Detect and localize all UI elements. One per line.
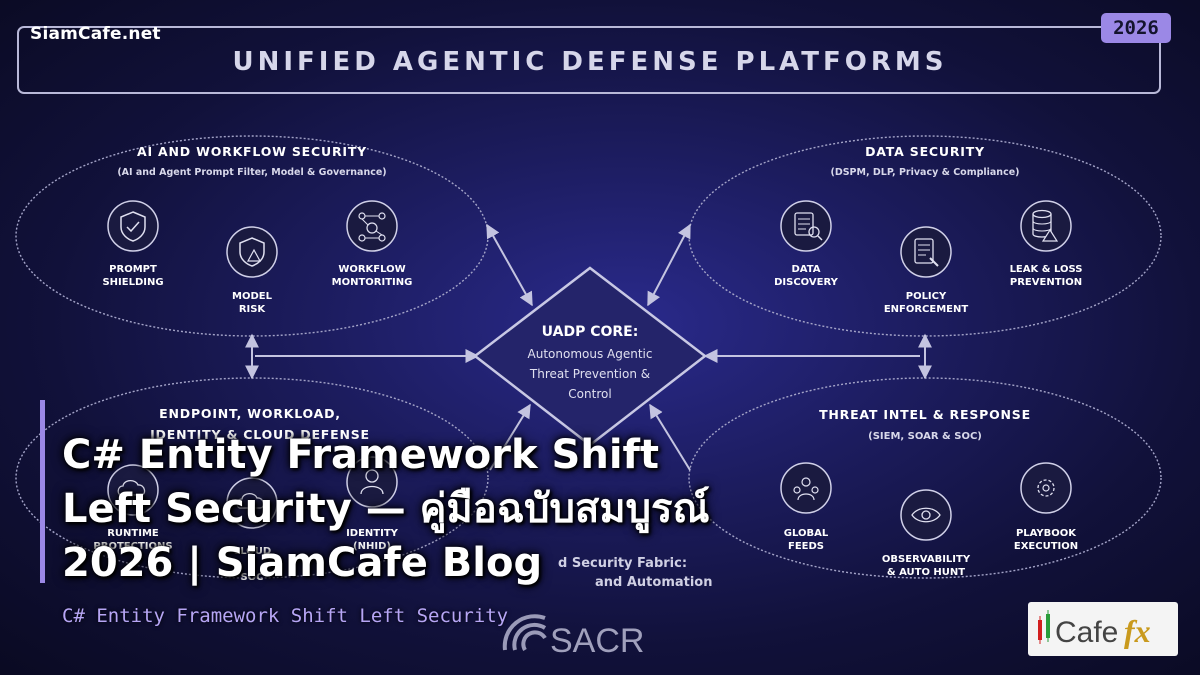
title-accent-bar	[40, 400, 45, 583]
policy-enforcement-icon	[900, 226, 952, 278]
model-risk-label-2: RISK	[239, 304, 267, 315]
prompt-shielding-label-1: PROMPT	[109, 264, 157, 275]
observability-eye-icon	[900, 489, 952, 541]
article-subtitle: C# Entity Framework Shift Left Security	[62, 605, 509, 627]
core-line-3: Control	[568, 387, 611, 401]
data-section-subtitle: (DSPM, DLP, Privacy & Compliance)	[830, 167, 1019, 178]
leak-prevention-icon	[1020, 200, 1072, 252]
model-risk-icon	[226, 226, 278, 278]
year-badge: 2026	[1101, 13, 1171, 43]
threat-section-title: THREAT INTEL & RESPONSE	[819, 407, 1031, 422]
diagram-title-box	[17, 26, 1161, 94]
policy-enforcement-label-2: ENFORCEMENT	[884, 304, 969, 315]
global-feeds-label-2: FEEDS	[788, 541, 824, 552]
playbook-execution-icon	[1020, 462, 1072, 514]
cloud-soc-icon	[226, 477, 278, 529]
cafefx-logo-fx: fx	[1124, 613, 1151, 649]
data-discovery-label-1: DATA	[791, 264, 820, 275]
fabric-line-2: and Automation	[595, 575, 713, 590]
global-feeds-label-1: GLOBAL	[784, 528, 829, 539]
cloud-soc-label-2: SOC	[240, 572, 263, 583]
endpoint-section-title-1: ENDPOINT, WORKLOAD,	[159, 406, 341, 421]
core-line-1: Autonomous Agentic	[528, 347, 653, 361]
playbook-execution-label-2: EXECUTION	[1014, 541, 1078, 552]
core-title: UADP CORE:	[542, 324, 639, 340]
core-line-2: Threat Prevention &	[529, 367, 650, 381]
policy-enforcement-label-1: POLICY	[906, 291, 947, 302]
ai-section-subtitle: (AI and Agent Prompt Filter, Model & Gov…	[117, 167, 386, 178]
cafefx-logo-graphic: Cafe fx	[1038, 610, 1151, 649]
sacr-logo: SACR	[502, 614, 644, 660]
article-title: C# Entity Framework Shift Left Security …	[62, 432, 710, 586]
identity-label-1: IDENTITY	[346, 528, 399, 539]
data-discovery-label-2: DISCOVERY	[774, 277, 839, 288]
endpoint-section-title-2: IDENTITY & CLOUD DEFENSE	[150, 427, 370, 442]
observability-label-1: OBSERVABILITY	[882, 554, 971, 565]
cafefx-logo-cafe: Cafe	[1055, 616, 1118, 649]
identity-label-2: (NHID)	[353, 541, 391, 552]
sacr-logo-text: SACR	[550, 622, 644, 660]
data-discovery-icon	[780, 200, 832, 252]
runtime-protections-label-2: PROTECTIONS	[93, 541, 172, 552]
global-feeds-icon	[780, 462, 832, 514]
diagram-title: UNIFIED AGENTIC DEFENSE PLATFORMS	[232, 47, 947, 77]
site-name[interactable]: SiamCafe.net	[30, 24, 161, 44]
cafefx-logo: Cafe fx	[1028, 602, 1178, 656]
prompt-shielding-icon	[107, 200, 159, 252]
model-risk-label-1: MODEL	[232, 291, 273, 302]
data-section-title: DATA SECURITY	[865, 144, 985, 159]
identity-icon	[346, 456, 398, 508]
playbook-execution-label-1: PLAYBOOK	[1016, 528, 1077, 539]
fabric-line-1: d Security Fabric:	[558, 556, 687, 571]
workflow-monitoring-label-1: WORKFLOW	[338, 264, 405, 275]
prompt-shielding-label-2: SHIELDING	[102, 277, 163, 288]
workflow-monitoring-label-2: MONTORITING	[332, 277, 413, 288]
runtime-protections-label-1: RUNTIME	[107, 528, 159, 539]
leak-prevention-label-2: PREVENTION	[1010, 277, 1082, 288]
runtime-protections-icon	[107, 464, 159, 516]
connector-arrows	[245, 223, 932, 471]
cloud-soc-label-1: CLOUD	[233, 546, 271, 557]
core-diamond	[472, 266, 708, 447]
ai-section-title: AI AND WORKFLOW SECURITY	[137, 144, 367, 159]
leak-prevention-label-1: LEAK & LOSS	[1010, 264, 1083, 275]
workflow-monitoring-icon	[346, 200, 398, 252]
threat-section-subtitle: (SIEM, SOAR & SOC)	[868, 431, 982, 442]
observability-label-2: & AUTO HUNT	[887, 567, 965, 578]
